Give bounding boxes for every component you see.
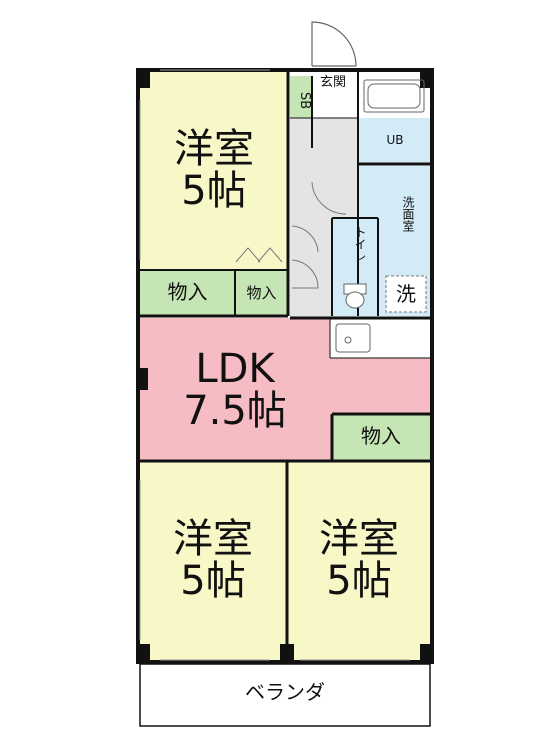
entrance-door: [311, 21, 357, 67]
label-washroom: 洗面室: [401, 196, 415, 232]
label-veranda: ベランダ: [245, 680, 325, 704]
label-storage-ldk: 物入: [361, 424, 401, 448]
room-western-top: [140, 72, 288, 270]
room-western-br: [288, 462, 430, 660]
veranda-area: [140, 664, 430, 726]
room-western-bl: [140, 462, 286, 660]
washer-space: [385, 275, 427, 313]
room-name: 洋室: [173, 516, 253, 562]
label-ldk: LDK 7.5帖: [150, 348, 320, 432]
label-unit-bath: UB: [386, 133, 404, 147]
label-entrance: 玄関: [319, 75, 346, 90]
kitchen-sink: [335, 323, 371, 353]
label-western-br: 洋室 5帖: [288, 518, 430, 602]
room-storage-ldk: [332, 414, 430, 460]
label-western-top: 洋室 5帖: [140, 128, 288, 212]
room-name: LDK: [195, 346, 275, 392]
room-storage-top-right: [235, 270, 288, 315]
room-name: 洋室: [319, 516, 399, 562]
room-name: 洋室: [174, 126, 254, 172]
room-size: 5帖: [181, 168, 247, 214]
label-western-bl: 洋室 5帖: [140, 518, 286, 602]
room-size: 7.5帖: [183, 388, 287, 434]
room-size: 5帖: [180, 558, 246, 604]
label-storage-top-left: 物入: [167, 280, 208, 304]
room-unit-bath: [358, 118, 430, 164]
door-swings: [235, 181, 347, 289]
label-shoe-box: SB: [297, 92, 312, 110]
room-storage-top-left: [140, 270, 235, 315]
bathtub: [363, 79, 425, 113]
toilet-fixture: [343, 283, 367, 309]
label-storage-top-right: 物入: [246, 284, 277, 302]
label-toilet: トイレ: [353, 226, 367, 262]
windows: [139, 69, 410, 661]
room-unit-bath-tub: [358, 76, 430, 118]
kitchen-counter: [330, 318, 430, 358]
label-washer: 洗: [396, 282, 416, 306]
room-entrance: [312, 76, 358, 118]
room-size: 5帖: [326, 558, 392, 604]
